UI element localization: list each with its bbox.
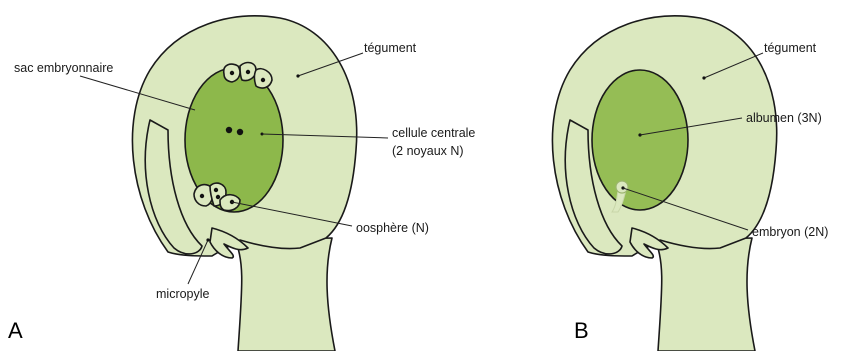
label-oosphere: oosphère (N) <box>356 221 429 235</box>
label-cellule-centrale-line1: cellule centrale <box>392 126 475 140</box>
nucleus <box>230 71 234 75</box>
nucleus <box>200 194 204 198</box>
nucleus <box>214 188 218 192</box>
tegument-pointer-dot <box>296 74 299 77</box>
micropyle-pointer-dot <box>206 238 209 241</box>
panel-a: sac embryonnaire tégument cellule centra… <box>8 16 475 351</box>
funiculus-a <box>235 238 335 351</box>
label-tegument-a: tégument <box>364 41 417 55</box>
polar-nucleus <box>237 129 243 135</box>
albumen <box>592 70 688 210</box>
tegument-b-pointer-dot <box>702 76 705 79</box>
label-embryon: embryon (2N) <box>752 225 828 239</box>
label-tegument-b: tégument <box>764 41 817 55</box>
panel-b: tégument albumen (3N) embryon (2N) B <box>552 16 828 351</box>
label-albumen: albumen (3N) <box>746 111 822 125</box>
funiculus-b <box>655 238 755 351</box>
label-sac-embryonnaire: sac embryonnaire <box>14 61 113 75</box>
nucleus <box>246 70 250 74</box>
label-cellule-centrale-line2: (2 noyaux N) <box>392 144 464 158</box>
nucleus <box>261 78 265 82</box>
nucleus <box>216 195 220 199</box>
panel-label-a: A <box>8 318 23 343</box>
polar-nucleus <box>226 127 232 133</box>
label-micropyle: micropyle <box>156 287 210 301</box>
panel-label-b: B <box>574 318 589 343</box>
